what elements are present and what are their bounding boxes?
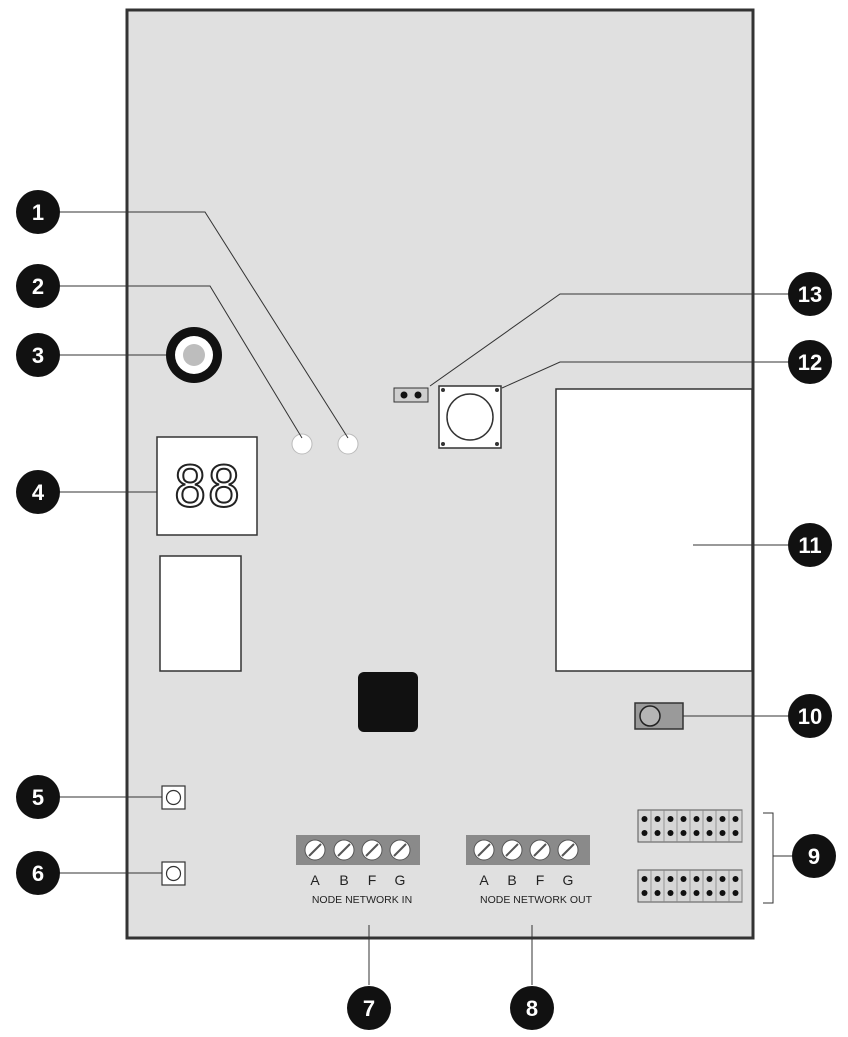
terminal-letter-g: G [563, 872, 574, 888]
terminal-letter-a: A [310, 872, 320, 888]
callout-number: 7 [363, 996, 375, 1021]
terminal-screw [473, 839, 495, 861]
terminal-screw [389, 839, 411, 861]
callout-2: 2 [16, 264, 60, 308]
header-pin [654, 890, 661, 896]
header-pin [732, 876, 739, 882]
header-pin [667, 876, 674, 882]
header-pin [680, 830, 687, 836]
header-pin [641, 890, 648, 896]
header-pin [680, 816, 687, 822]
blank-module [159, 555, 242, 672]
header-pin [706, 876, 713, 882]
round-sounder [166, 327, 222, 383]
callout-1: 1 [16, 190, 60, 234]
terminal-letter-a: A [479, 872, 489, 888]
terminal-letter-f: F [536, 872, 545, 888]
header-pin [693, 890, 700, 896]
terminal-screw [304, 839, 326, 861]
callout-12: 12 [788, 340, 832, 384]
callout-number: 12 [798, 350, 822, 375]
leader-lines [60, 211, 792, 985]
terminal-letter-b: B [339, 872, 348, 888]
callout-number: 8 [526, 996, 538, 1021]
callout-number: 4 [32, 480, 45, 505]
terminal-block-network-out: A B F G NODE NETWORK OUT [466, 835, 593, 906]
header-pin [654, 876, 661, 882]
callout-3: 3 [16, 333, 60, 377]
terminal-letter-g: G [395, 872, 406, 888]
header-pin [706, 830, 713, 836]
header-pin [732, 830, 739, 836]
callout-number: 9 [808, 844, 820, 869]
pin-header-upper [637, 809, 743, 843]
terminal-screw [529, 839, 551, 861]
callout-13: 13 [788, 272, 832, 316]
header-pin [654, 816, 661, 822]
terminal-screw [333, 839, 355, 861]
header-pin [654, 830, 661, 836]
header-pin [641, 816, 648, 822]
header-pin [641, 876, 648, 882]
header-pin [680, 876, 687, 882]
header-pin [667, 890, 674, 896]
header-pin [667, 816, 674, 822]
header-pin [732, 816, 739, 822]
push-button [438, 385, 502, 449]
terminal-letter-b: B [507, 872, 516, 888]
header-pin [693, 830, 700, 836]
header-pin [641, 830, 648, 836]
led-2 [291, 433, 313, 455]
callout-number: 10 [798, 704, 822, 729]
callout-number: 6 [32, 861, 44, 886]
header-pin [667, 830, 674, 836]
terminal-caption-out: NODE NETWORK OUT [480, 894, 593, 906]
header-pin [719, 876, 726, 882]
header-pin [706, 816, 713, 822]
terminal-screw [361, 839, 383, 861]
header-pin [680, 890, 687, 896]
header-pin [693, 876, 700, 882]
small-button-6 [161, 861, 186, 886]
callout-5: 5 [16, 775, 60, 819]
callout-7: 7 [347, 986, 391, 1030]
header-bracket [763, 812, 774, 904]
callout-10: 10 [788, 694, 832, 738]
terminal-letter-f: F [368, 872, 377, 888]
header-pin [693, 816, 700, 822]
header-pin [719, 830, 726, 836]
seven-segment-display-digits: 88 [173, 455, 240, 520]
terminal-block-network-in: A B F G NODE NETWORK IN [296, 835, 420, 906]
two-pin-jumper [393, 387, 429, 403]
callout-4: 4 [16, 470, 60, 514]
large-module [555, 388, 753, 672]
callout-11: 11 [788, 523, 832, 567]
callout-number: 2 [32, 274, 44, 299]
callout-number: 11 [798, 533, 821, 558]
callout-number: 13 [798, 282, 822, 307]
callout-number: 3 [32, 343, 44, 368]
header-pin [719, 816, 726, 822]
terminal-screw [501, 839, 523, 861]
led-1 [337, 433, 359, 455]
small-button-5 [161, 785, 186, 810]
callout-8: 8 [510, 986, 554, 1030]
terminal-screw [557, 839, 579, 861]
pin-header-lower [637, 869, 743, 903]
callout-6: 6 [16, 851, 60, 895]
slide-component [634, 702, 684, 730]
seven-segment-display: 88 [156, 436, 258, 536]
callout-number: 5 [32, 785, 44, 810]
chip [358, 672, 418, 732]
terminal-caption-in: NODE NETWORK IN [312, 894, 412, 906]
callout-9: 9 [792, 834, 836, 878]
header-pin [719, 890, 726, 896]
header-pin [732, 890, 739, 896]
callout-number: 1 [32, 200, 44, 225]
header-pin [706, 890, 713, 896]
